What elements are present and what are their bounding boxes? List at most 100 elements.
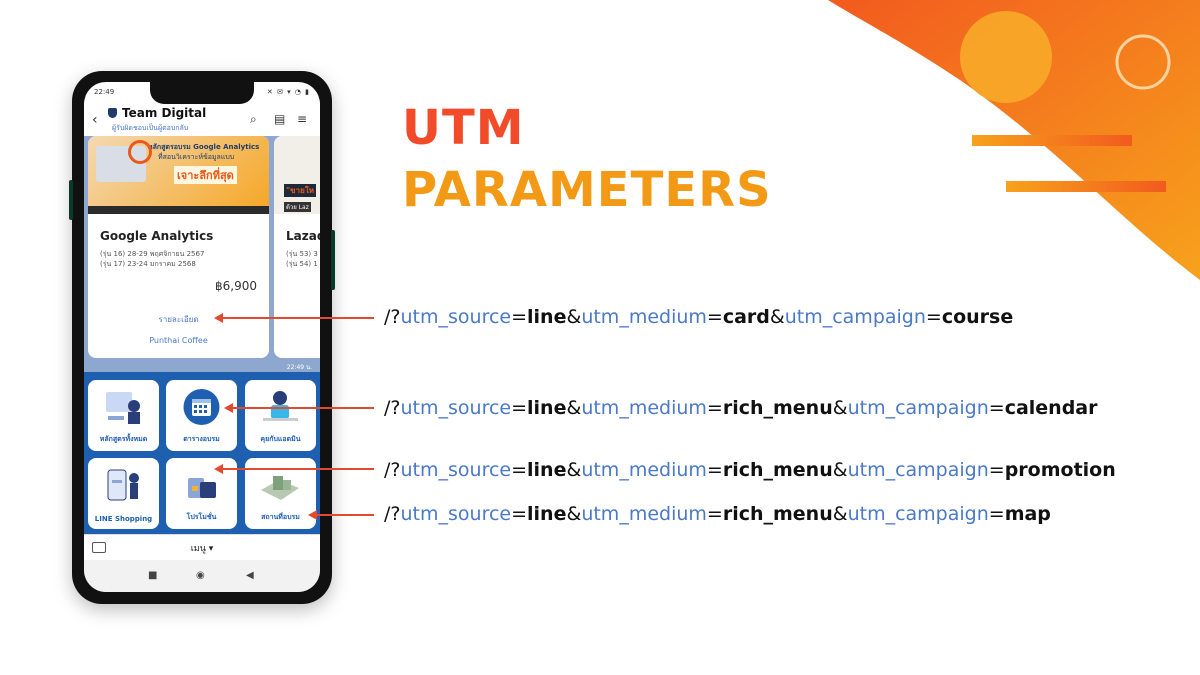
chat-timestamp: 22:49 น. bbox=[286, 364, 312, 371]
arrow-line-promotion bbox=[222, 468, 374, 470]
back-arrow-icon[interactable]: ‹ bbox=[92, 112, 98, 128]
arrow-line-map bbox=[316, 514, 374, 516]
arrow-head-calendar bbox=[224, 403, 233, 413]
shield-icon bbox=[108, 108, 117, 118]
calendar-icon bbox=[183, 389, 220, 425]
tile-label: โปรโมชั่น bbox=[186, 513, 217, 521]
recent-apps-icon[interactable]: ■ bbox=[148, 570, 158, 581]
card2-line-2: (รุ่น 54) 1 bbox=[286, 260, 318, 268]
rich-menu-calendar[interactable]: ตารางอบรม bbox=[166, 380, 237, 451]
phone-screen: 22:49 ✕ ✉ ▾ ◔ ▮ ‹ Team Digital ผู้รับผิด… bbox=[84, 82, 320, 592]
utm-medium-value: rich_menu bbox=[722, 397, 833, 419]
utm-link-calendar: /?utm_source=line&utm_medium=rich_menu&u… bbox=[384, 397, 1098, 419]
utm-medium-key: utm_medium bbox=[581, 397, 707, 419]
tile-label: LINE Shopping bbox=[94, 515, 153, 523]
equals-sign: = bbox=[511, 306, 528, 328]
equals-sign: = bbox=[925, 306, 942, 328]
ampersand: & bbox=[832, 503, 848, 525]
card-banner-image: หลักสูตรอบรม Google Analytics ที่สอนวิเค… bbox=[88, 136, 269, 214]
card-schedule-line-1: (รุ่น 16) 28-29 พฤศจิกายน 2567 bbox=[100, 250, 205, 258]
rich-menu-all-courses[interactable]: หลักสูตรทั้งหมด bbox=[88, 380, 159, 451]
shopping-illustration-icon bbox=[107, 469, 139, 501]
tile-label: ตารางอบรม bbox=[183, 435, 220, 443]
status-time: 22:49 bbox=[94, 88, 115, 96]
card2-banner-text: "ขายให bbox=[284, 184, 316, 197]
utm-link-promotion: /?utm_source=line&utm_medium=rich_menu&u… bbox=[384, 459, 1116, 481]
course-card-google-analytics[interactable]: หลักสูตรอบรม Google Analytics ที่สอนวิเค… bbox=[88, 136, 269, 358]
rich-menu-promotion[interactable]: โปรโมชั่น bbox=[166, 458, 237, 529]
banner-subtext: ที่สอนวิเคราะห์ข้อมูลแบบ bbox=[158, 153, 235, 161]
map-illustration-icon bbox=[261, 476, 299, 500]
utm-campaign-key: utm_campaign bbox=[784, 306, 926, 328]
ampersand: & bbox=[566, 397, 582, 419]
ampersand: & bbox=[566, 459, 582, 481]
tile-label: คุยกับแอดมิน bbox=[260, 435, 301, 443]
orange-wave-shape bbox=[828, 0, 1200, 280]
utm-source-key: utm_source bbox=[400, 503, 512, 525]
utm-source-value: line bbox=[527, 306, 567, 328]
utm-prefix: /? bbox=[384, 306, 401, 328]
tile-label: หลักสูตรทั้งหมด bbox=[99, 435, 148, 443]
rich-menu-toggle[interactable]: เมนู ▾ bbox=[190, 544, 214, 554]
keyboard-icon[interactable] bbox=[92, 542, 106, 553]
arrow-head-card bbox=[214, 313, 223, 323]
ampersand: & bbox=[832, 459, 848, 481]
utm-medium-key: utm_medium bbox=[581, 503, 707, 525]
card2-banner-image: "ขายให ด้วย Laz bbox=[274, 136, 320, 214]
utm-link-map: /?utm_source=line&utm_medium=rich_menu&u… bbox=[384, 503, 1051, 525]
rich-menu: หลักสูตรทั้งหมด ตารางอบรม คุยกับแอดมิน bbox=[84, 372, 320, 534]
utm-campaign-value: promotion bbox=[1004, 459, 1116, 481]
headline-utm: UTM bbox=[402, 100, 525, 156]
utm-source-key: utm_source bbox=[400, 397, 512, 419]
chat-title: Team Digital bbox=[122, 106, 207, 120]
utm-campaign-key: utm_campaign bbox=[847, 397, 989, 419]
arrow-head-promotion bbox=[214, 464, 223, 474]
utm-campaign-key: utm_campaign bbox=[847, 459, 989, 481]
phone-side-button bbox=[69, 180, 73, 220]
utm-medium-key: utm_medium bbox=[581, 459, 707, 481]
banner-big-text: เจาะลึกที่สุด bbox=[174, 166, 237, 184]
equals-sign: = bbox=[706, 397, 723, 419]
course-card-lazada[interactable]: "ขายให ด้วย Laz Lazad (รุ่น 53) 3 (รุ่น … bbox=[274, 136, 320, 358]
menu-icon[interactable]: ≡ bbox=[297, 112, 308, 126]
search-icon[interactable]: ⌕ bbox=[250, 112, 257, 126]
equals-sign: = bbox=[988, 397, 1005, 419]
utm-prefix: /? bbox=[384, 397, 401, 419]
promotion-bag-icon bbox=[188, 478, 216, 498]
card-detail-link[interactable]: รายละเอียด bbox=[158, 315, 199, 324]
status-bar: 22:49 ✕ ✉ ▾ ◔ ▮ bbox=[84, 82, 320, 102]
utm-source-key: utm_source bbox=[400, 459, 512, 481]
utm-campaign-key: utm_campaign bbox=[847, 503, 989, 525]
equals-sign: = bbox=[511, 459, 528, 481]
card-price: ฿6,900 bbox=[215, 279, 257, 293]
utm-medium-value: card bbox=[722, 306, 770, 328]
equals-sign: = bbox=[988, 503, 1005, 525]
utm-source-value: line bbox=[527, 459, 567, 481]
card2-banner-sub: ด้วย Laz bbox=[284, 202, 311, 212]
utm-link-course: /?utm_source=line&utm_medium=card&utm_ca… bbox=[384, 306, 1013, 328]
orange-circle bbox=[960, 11, 1052, 103]
equals-sign: = bbox=[988, 459, 1005, 481]
utm-source-value: line bbox=[527, 397, 567, 419]
phone-power-button bbox=[331, 230, 335, 290]
outline-circle bbox=[1115, 34, 1171, 90]
chat-area: หลักสูตรอบรม Google Analytics ที่สอนวิเค… bbox=[84, 136, 320, 372]
ampersand: & bbox=[832, 397, 848, 419]
ampersand: & bbox=[769, 306, 785, 328]
headline-parameters: PARAMETERS bbox=[402, 162, 772, 218]
utm-medium-key: utm_medium bbox=[581, 306, 707, 328]
magnifier-icon bbox=[128, 140, 152, 164]
nav-back-icon[interactable]: ◀ bbox=[246, 570, 254, 581]
home-icon[interactable]: ◉ bbox=[196, 570, 205, 581]
tile-label: สถานที่อบรม bbox=[261, 513, 300, 521]
ampersand: & bbox=[566, 503, 582, 525]
rich-menu-line-shopping[interactable]: LINE Shopping bbox=[88, 458, 159, 529]
accent-bar-2 bbox=[1006, 181, 1166, 192]
rich-menu-chat-admin[interactable]: คุยกับแอดมิน bbox=[245, 380, 316, 451]
accent-bar-1 bbox=[972, 135, 1132, 146]
note-icon[interactable]: ▤ bbox=[274, 112, 286, 126]
card-footer-link[interactable]: Punthai Coffee bbox=[149, 336, 208, 345]
equals-sign: = bbox=[706, 503, 723, 525]
utm-prefix: /? bbox=[384, 503, 401, 525]
